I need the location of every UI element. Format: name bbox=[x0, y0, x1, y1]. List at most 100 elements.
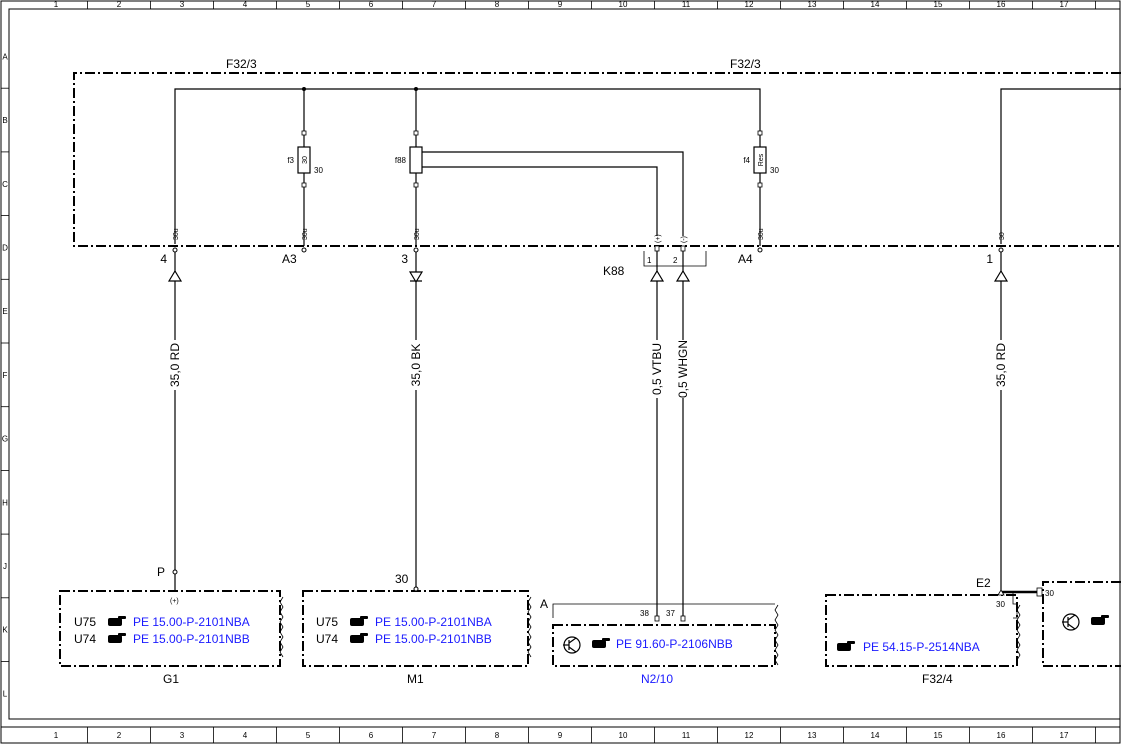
g1-pin-sub: (+) bbox=[170, 598, 179, 605]
grid-col-label: 16 bbox=[997, 0, 1006, 9]
arrow-markers bbox=[167, 269, 1009, 284]
grid-row-label: G bbox=[2, 435, 8, 444]
pin-label-1: 30u bbox=[173, 228, 180, 240]
grid-col-label: 2 bbox=[117, 0, 122, 9]
m1-ref-2[interactable]: PE 15.00-P-2101NBB bbox=[375, 632, 492, 646]
grid-col-label: 15 bbox=[934, 731, 943, 740]
grid-col-label: 4 bbox=[243, 0, 248, 9]
pointing-hand-icon bbox=[350, 616, 368, 626]
g1-code-2: U74 bbox=[74, 632, 96, 646]
grid-col-label: 5 bbox=[306, 0, 311, 9]
wire-label-1: 35,0 RD bbox=[168, 343, 182, 387]
grid-col-label: 14 bbox=[871, 731, 880, 740]
component-n2-10: A 38 37 bbox=[540, 597, 779, 667]
grid-row-label: B bbox=[2, 116, 7, 125]
fuse-f88: f88 bbox=[395, 130, 684, 246]
pin-label-6: 30u bbox=[758, 228, 765, 240]
n2-name: N2/10 bbox=[641, 672, 673, 686]
fuse-f3-label: f3 bbox=[287, 156, 294, 165]
transistor-icon bbox=[563, 636, 581, 654]
g1-name: G1 bbox=[163, 672, 179, 686]
component-f32-4 bbox=[825, 594, 1021, 667]
grid-col-label: 11 bbox=[682, 0, 691, 9]
pin-number-a4: A4 bbox=[738, 252, 753, 266]
e2-pin-a: 30 bbox=[996, 600, 1005, 609]
grid-col-label: 9 bbox=[558, 0, 563, 9]
m1-ref-1[interactable]: PE 15.00-P-2101NBA bbox=[375, 615, 492, 629]
grid-col-label: 12 bbox=[745, 731, 754, 740]
m1-pin: 30 bbox=[395, 572, 409, 586]
e2-name: E2 bbox=[976, 576, 991, 590]
connector-k88: 1 2 bbox=[643, 251, 707, 267]
grid-col-label: 4 bbox=[243, 731, 248, 740]
grid-col-label: 11 bbox=[682, 731, 691, 740]
grid-row-label: K bbox=[2, 626, 8, 635]
n2-ref[interactable]: PE 91.60-P-2106NBB bbox=[616, 637, 733, 651]
pin-label-3: 30u bbox=[414, 228, 421, 240]
pointing-hand-icon bbox=[108, 616, 126, 626]
grid-col-label: 9 bbox=[558, 731, 563, 740]
grid-col-label: 17 bbox=[1060, 731, 1069, 740]
grid-col-label: 6 bbox=[369, 731, 374, 740]
grid-col-label: 14 bbox=[871, 0, 880, 9]
grid-col-label: 10 bbox=[619, 0, 628, 9]
e2-pin-b: 30 bbox=[1045, 589, 1054, 598]
grid-col-label: 3 bbox=[180, 0, 185, 9]
fuse-f3-side: 30 bbox=[314, 166, 323, 175]
pointing-hand-icon bbox=[1091, 615, 1109, 625]
wire-label-5: 35,0 RD bbox=[994, 343, 1008, 387]
grid-row-label: D bbox=[2, 243, 8, 252]
fuse-f3-rating: 30 bbox=[302, 156, 309, 164]
grid-row-label: A bbox=[2, 52, 8, 61]
internal-busbar bbox=[174, 87, 1121, 244]
grid-col-label: 8 bbox=[495, 731, 500, 740]
fuse-f4-label: f4 bbox=[743, 156, 750, 165]
ground-connector-icon bbox=[1036, 587, 1043, 597]
pointing-hand-icon bbox=[837, 641, 855, 651]
component-m1: 30 U75 U74 bbox=[302, 572, 532, 667]
grid-col-label: 2 bbox=[117, 731, 122, 740]
grid-col-label: 10 bbox=[619, 731, 628, 740]
pin-number-3: 3 bbox=[401, 252, 408, 266]
f32-4-ref[interactable]: PE 54.15-P-2514NBA bbox=[863, 640, 980, 654]
fuse-f4-rating: Res bbox=[758, 153, 765, 166]
fuse-f88-label: f88 bbox=[395, 156, 407, 165]
wire-label-4: 0,5 WHGN bbox=[676, 340, 690, 398]
grid-col-label: 7 bbox=[432, 0, 437, 9]
grid-col-label: 1 bbox=[54, 731, 59, 740]
f32-3-boundary bbox=[73, 72, 1121, 247]
grid-col-label: 5 bbox=[306, 731, 311, 740]
pin-label-2: 30u bbox=[302, 228, 309, 240]
grid-col-label: 13 bbox=[808, 731, 817, 740]
wire-label-2: 35,0 BK bbox=[409, 344, 423, 387]
grid-col-label: 3 bbox=[180, 731, 185, 740]
n2-pin-a: 38 bbox=[640, 609, 649, 618]
n2-pin-b: 37 bbox=[666, 609, 675, 618]
g1-code-1: U75 bbox=[74, 615, 96, 629]
m1-code-2: U74 bbox=[316, 632, 338, 646]
pointing-hand-icon bbox=[592, 638, 610, 648]
f32-3-label-left: F32/3 bbox=[226, 57, 257, 71]
grid-row-label: C bbox=[2, 180, 8, 189]
grid-row-label: E bbox=[2, 307, 7, 316]
k88-pin-2: 2 bbox=[673, 256, 678, 265]
k88-pin-1: 1 bbox=[647, 256, 652, 265]
f32-4-name: F32/4 bbox=[922, 672, 953, 686]
grid-row-label: F bbox=[3, 371, 8, 380]
fuse-f3: f3 30 30 bbox=[287, 130, 323, 246]
g1-ref-1[interactable]: PE 15.00-P-2101NBA bbox=[133, 615, 250, 629]
grid-col-label: 7 bbox=[432, 731, 437, 740]
grid-col-label: 15 bbox=[934, 0, 943, 9]
pin-label-5: (-) bbox=[681, 236, 688, 243]
component-e2: E2 30 30 bbox=[976, 576, 1121, 667]
connector-k88-label: K88 bbox=[603, 264, 625, 278]
boundary-pins bbox=[172, 245, 1004, 253]
pin-number-a3: A3 bbox=[282, 252, 297, 266]
fuse-f4: f4 Res 30 bbox=[743, 130, 779, 246]
wire-label-3: 0,5 VTBU bbox=[650, 343, 664, 395]
pin-number-1: 1 bbox=[986, 252, 993, 266]
g1-ref-2[interactable]: PE 15.00-P-2101NBB bbox=[133, 632, 250, 646]
